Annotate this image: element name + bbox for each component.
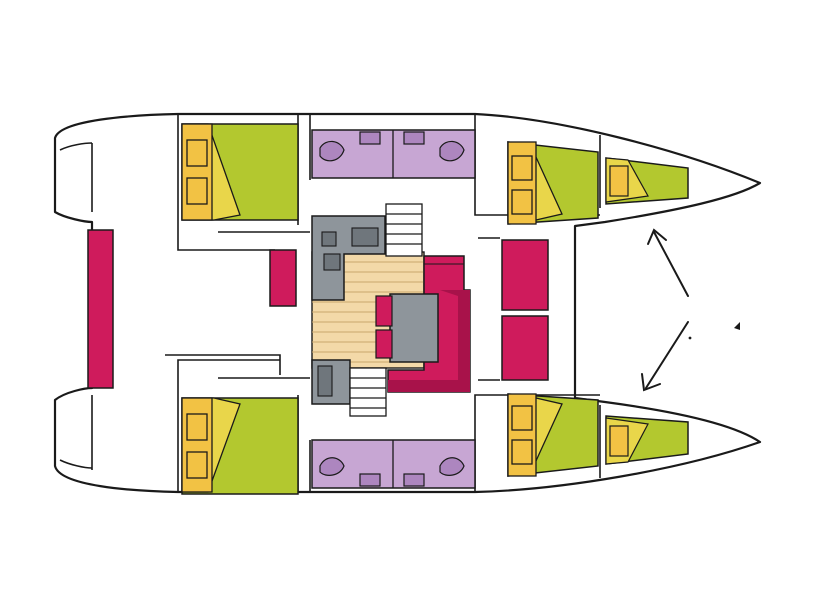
companionway-steps-upper <box>385 203 423 257</box>
forward-cabin-starboard <box>507 141 599 225</box>
pillow <box>186 139 208 167</box>
pillow-area <box>181 123 213 221</box>
pillow <box>186 177 208 205</box>
table-seat <box>375 295 393 327</box>
fridge-icon <box>323 253 341 271</box>
forward-seat-upper <box>501 239 549 311</box>
aft-cabin-port <box>181 397 299 495</box>
saloon <box>269 203 471 417</box>
forepeak-port <box>605 415 689 465</box>
trampoline-arrow-up-icon <box>647 228 689 297</box>
chart-table-seat <box>317 365 333 397</box>
sink-icon <box>351 227 379 247</box>
pillow <box>511 405 533 431</box>
forward-cabin-port <box>507 393 599 477</box>
aft-cabin-starboard <box>181 123 299 221</box>
table-seat <box>375 329 393 359</box>
forward-seat-lower <box>501 315 549 381</box>
transom-lines <box>59 142 93 470</box>
stove-icon <box>321 231 337 247</box>
bathroom-starboard <box>311 129 476 179</box>
pillow <box>609 425 629 457</box>
sink <box>403 473 425 487</box>
forepeak-starboard <box>605 157 689 205</box>
saloon-table <box>389 293 439 363</box>
bathroom-port <box>311 439 476 489</box>
trampoline-arrows <box>641 228 689 392</box>
pillow <box>511 155 533 181</box>
pillow <box>186 413 208 441</box>
sofa-shade <box>388 290 470 392</box>
pillow <box>609 165 629 197</box>
sink <box>359 473 381 487</box>
direction-marker-icon <box>734 322 740 330</box>
dot-marker-icon <box>688 336 692 340</box>
toilet-right <box>439 140 465 162</box>
toilet-left <box>319 457 345 476</box>
aft-bench-seating <box>87 229 114 389</box>
companionway-steps-lower <box>349 367 387 417</box>
toilet-left <box>319 140 345 162</box>
side-seat <box>269 249 297 307</box>
sink <box>403 131 425 145</box>
sink <box>359 131 381 145</box>
pillow <box>511 189 533 215</box>
pillow <box>186 451 208 479</box>
toilet-right <box>439 457 465 476</box>
trampoline-arrow-down-icon <box>641 321 689 392</box>
pillow <box>511 439 533 465</box>
